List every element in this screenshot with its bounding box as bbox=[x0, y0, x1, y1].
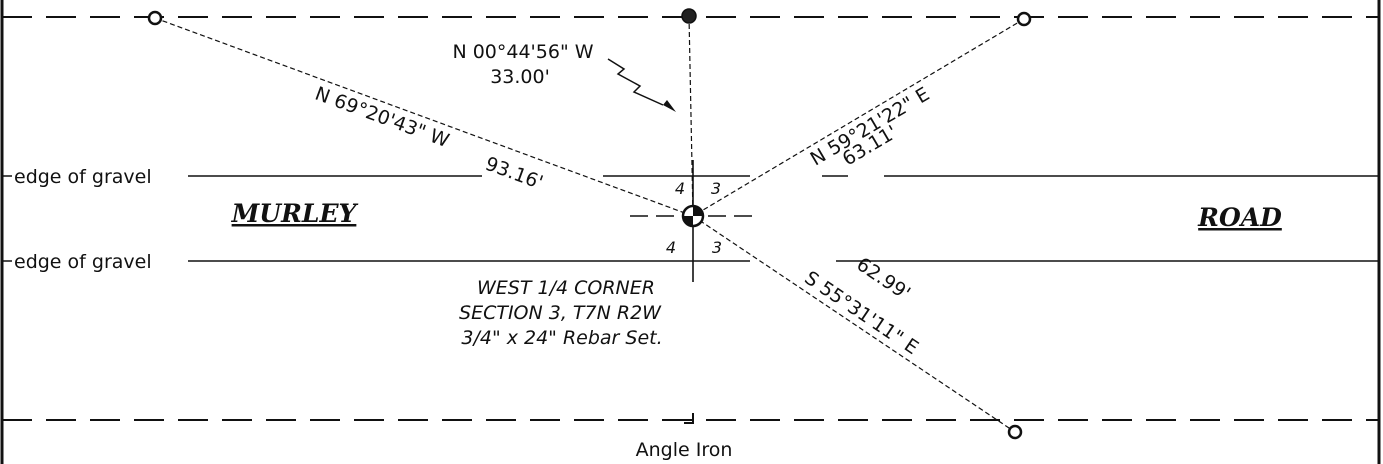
tie-line-northwest bbox=[154, 17, 694, 217]
edge-of-gravel-label-lower: edge of gravel bbox=[14, 251, 152, 273]
road-name-left: MURLEY bbox=[231, 199, 359, 228]
found-monument-icon bbox=[1007, 424, 1023, 440]
road-name-right: ROAD bbox=[1197, 203, 1282, 232]
section-number-lower-left: 4 bbox=[666, 238, 676, 257]
north-bearing: N 00°44'56" W bbox=[452, 41, 593, 63]
corner-note-line-1: WEST 1/4 CORNER bbox=[477, 277, 655, 299]
tie-line-southeast bbox=[692, 215, 1016, 433]
found-monument-icon bbox=[147, 10, 163, 26]
tie-line-north bbox=[688, 15, 694, 217]
section-corner-icon bbox=[681, 204, 705, 228]
northwest-distance: 93.16' bbox=[482, 153, 546, 194]
found-monument-icon bbox=[1016, 11, 1032, 27]
north-distance: 33.00' bbox=[490, 66, 550, 88]
tie-line-northeast bbox=[692, 18, 1025, 217]
northwest-bearing: N 69°20'43" W bbox=[312, 83, 452, 152]
edge-of-gravel-label-upper: edge of gravel bbox=[14, 166, 152, 188]
angle-iron-icon bbox=[684, 413, 694, 424]
leader-line bbox=[607, 58, 664, 106]
corner-note-line-2: SECTION 3, T7N R2W bbox=[459, 302, 662, 324]
section-number-upper-left: 4 bbox=[675, 179, 685, 198]
section-number-lower-right: 3 bbox=[712, 238, 722, 257]
leader-arrow-icon bbox=[663, 100, 676, 112]
corner-note-line-3: 3/4" x 24" Rebar Set. bbox=[461, 327, 662, 349]
solid-monument-icon bbox=[681, 8, 697, 24]
section-number-upper-right: 3 bbox=[711, 179, 721, 198]
angle-iron-label: Angle Iron bbox=[636, 439, 733, 461]
